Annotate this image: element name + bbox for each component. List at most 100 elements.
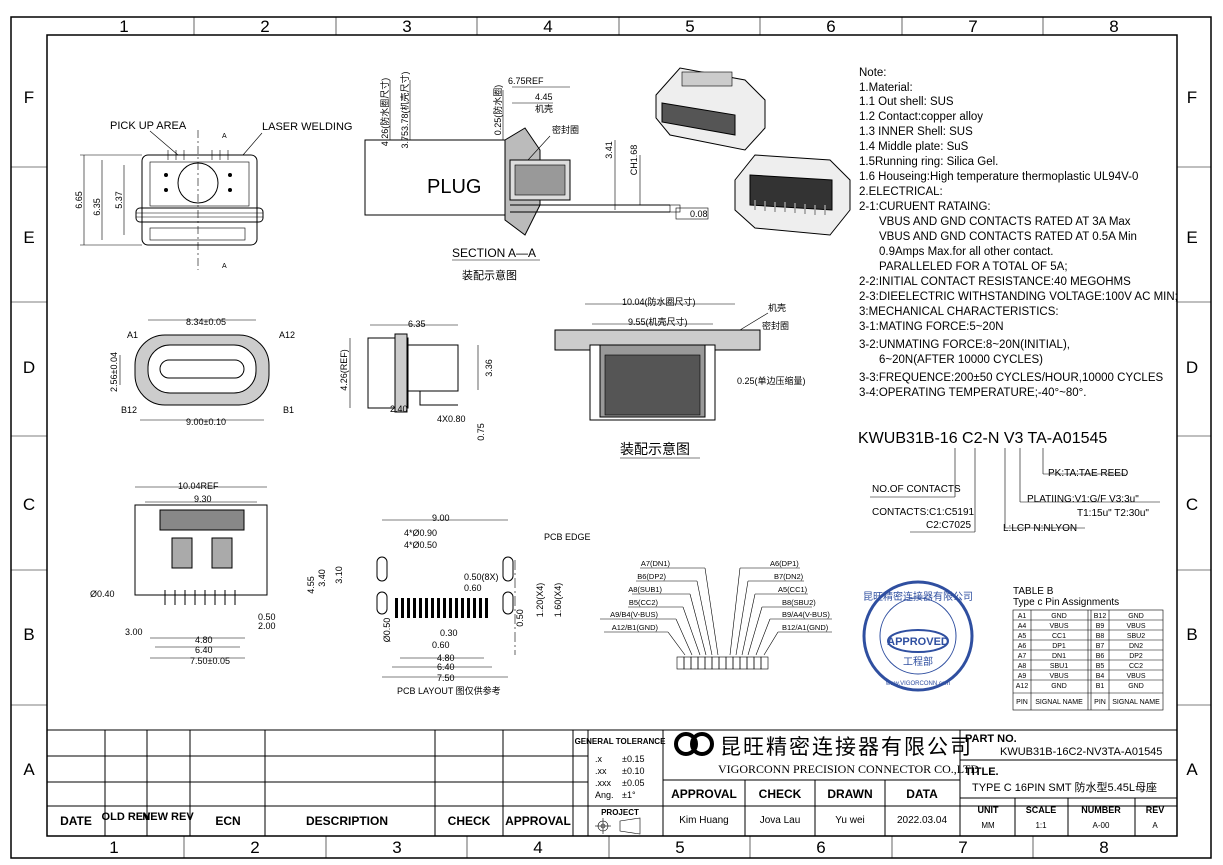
- dim-label: 9.00±0.10: [186, 417, 226, 427]
- shell-label: 机壳: [768, 302, 786, 313]
- row-label: F: [24, 88, 34, 107]
- table-cell: DP2: [1129, 653, 1143, 660]
- tolerance-key: .xxx: [595, 778, 612, 788]
- projection-symbol-icon: [595, 817, 641, 835]
- tolerance-value: ±0.15: [622, 754, 644, 764]
- row-label: E: [1186, 228, 1197, 247]
- pin-label: A5(CC1): [778, 585, 808, 594]
- dim-label: 0.30: [440, 628, 458, 638]
- pin-label: A9/B4(V-BUS): [610, 610, 658, 619]
- pk-label: PK:TA:TAE REED: [1048, 468, 1128, 479]
- note-line: 1.2 Contact:copper alloy: [859, 111, 983, 123]
- dim-label: Ø0.50: [382, 618, 392, 643]
- row-label: B: [23, 625, 34, 644]
- sign-header-drawn: DRAWN: [827, 787, 872, 801]
- col-label: 8: [1109, 17, 1118, 36]
- dim-label: 0.50: [515, 609, 525, 627]
- table-footer-cell: PIN: [1016, 699, 1028, 706]
- table-cell: SBU2: [1127, 633, 1145, 640]
- plating-label: PLATIING:V1:G/F V3:3u": [1027, 494, 1139, 505]
- part-code: KWUB31B-16 C2-N V3 TA-A01545: [858, 430, 1107, 447]
- sign-drawn-value: Yu wei: [835, 815, 864, 826]
- housing-label: L:LCP N:NLYON: [1003, 523, 1077, 534]
- col-label: 6: [816, 838, 825, 857]
- scale-value: 1:1: [1035, 821, 1047, 830]
- dim-label: 2.40: [390, 404, 408, 414]
- note-line: 3:MECHANICAL CHARACTERISTICS:: [859, 306, 1059, 318]
- pin-b12-label: B12: [121, 405, 137, 415]
- table-cell: B7: [1096, 643, 1105, 650]
- pin-label: A12/B1(GND): [612, 623, 659, 632]
- dim-label: 4.26(REF): [339, 349, 349, 391]
- note-line: 3-1:MATING FORCE:5~20N: [859, 321, 1004, 333]
- note-line: 2-3:DIEELECTRIC WITHSTANDING VOLTAGE:100…: [859, 291, 1178, 303]
- assembly-label: 装配示意图: [620, 441, 690, 457]
- table-cell: VBUS: [1049, 673, 1068, 680]
- pick-up-area-label: PICK UP AREA: [110, 120, 187, 132]
- contacts-count-label: NO.OF CONTACTS: [872, 484, 961, 495]
- note-line: Note:: [859, 67, 887, 79]
- section-a-label: A: [222, 263, 227, 270]
- row-label: A: [1186, 760, 1198, 779]
- dim-label: 1.60(X4): [553, 583, 563, 618]
- dim-label: 5.37: [114, 191, 124, 209]
- pin-b1-label: B1: [283, 405, 294, 415]
- dim-label: 6.35: [408, 319, 426, 329]
- note-line: 6~20N(AFTER 10000 CYCLES): [879, 354, 1043, 366]
- note-line: 3-4:OPERATING TEMPERATURE;-40°~80°.: [859, 387, 1086, 399]
- col-label: 6: [826, 17, 835, 36]
- table-cell: B12: [1094, 613, 1107, 620]
- col-label: 2: [250, 838, 259, 857]
- table-cell: GND: [1128, 683, 1144, 690]
- dim-label: 4.55: [306, 576, 316, 594]
- inner-frame: [46, 34, 1178, 837]
- plug-label: PLUG: [427, 176, 481, 198]
- pin-label: B9/A4(V-BUS): [782, 610, 830, 619]
- notes: Note: 1.Material: 1.1 Out shell: SUS 1.2…: [859, 67, 1178, 399]
- pin-label: A8(SUB1): [628, 585, 662, 594]
- table-cell: B4: [1096, 673, 1105, 680]
- dim-label: 3.00: [125, 627, 143, 637]
- dim-label: 6.35: [92, 198, 102, 216]
- note-line: 1.1 Out shell: SUS: [859, 96, 954, 108]
- table-cell: GND: [1051, 613, 1067, 620]
- dim-label: 0.25(防水圈): [492, 85, 503, 136]
- approval-stamp: APPROVED 工程部 昆旺精密连接器有限公司 www.VIGORCONN.c…: [862, 580, 974, 692]
- table-cell: A12: [1016, 683, 1029, 690]
- dim-label: 3.41: [604, 141, 614, 159]
- note-line: VBUS AND GND CONTACTS RATED AT 3A Max: [879, 216, 1131, 228]
- dim-label: 3.40: [317, 569, 327, 587]
- dim-label: 3.36: [484, 359, 494, 377]
- dim-label: 4.80: [195, 635, 213, 645]
- table-cell: DN2: [1129, 643, 1143, 650]
- col-label: 2: [260, 17, 269, 36]
- note-line: 1.3 INNER Shell: SUS: [859, 126, 973, 138]
- plating-label: T1:15u" T2:30u": [1077, 508, 1149, 519]
- row-label: C: [1186, 495, 1198, 514]
- rev-header-date: DATE: [60, 814, 92, 828]
- dim-label: 0.50: [258, 612, 276, 622]
- rev-header-new: NEW REV: [142, 811, 194, 823]
- table-cell: B6: [1096, 653, 1105, 660]
- dim-label: CH1.68: [629, 145, 639, 176]
- dim-label: 1.20(X4): [535, 583, 545, 618]
- table-cell: A7: [1018, 653, 1027, 660]
- tolerance-value: ±0.10: [622, 766, 644, 776]
- stamp-approved-text: APPROVED: [887, 636, 949, 648]
- dim-label: 3.753.78(机壳尺寸): [399, 71, 410, 148]
- sign-approval-value: Kim Huang: [679, 815, 728, 826]
- dim-label: 0.75: [476, 423, 486, 441]
- rev-header-check: CHECK: [448, 814, 491, 828]
- number-value: A-00: [1093, 821, 1110, 830]
- dim-label: 2.00: [258, 621, 276, 631]
- table-cell: A5: [1018, 633, 1027, 640]
- column-ticks: [11, 17, 1211, 858]
- section-title: SECTION A—A: [452, 246, 536, 260]
- table-cell: DN1: [1052, 653, 1066, 660]
- dim-label: 10.04(防水圈尺寸): [622, 296, 696, 307]
- bottom-view: 10.04REF 9.30 Ø0.40 3.00 4.80 6.40 7.50±…: [90, 481, 276, 666]
- tolerance-key: .x: [595, 754, 603, 764]
- rev-header-old: OLD REV: [102, 811, 152, 823]
